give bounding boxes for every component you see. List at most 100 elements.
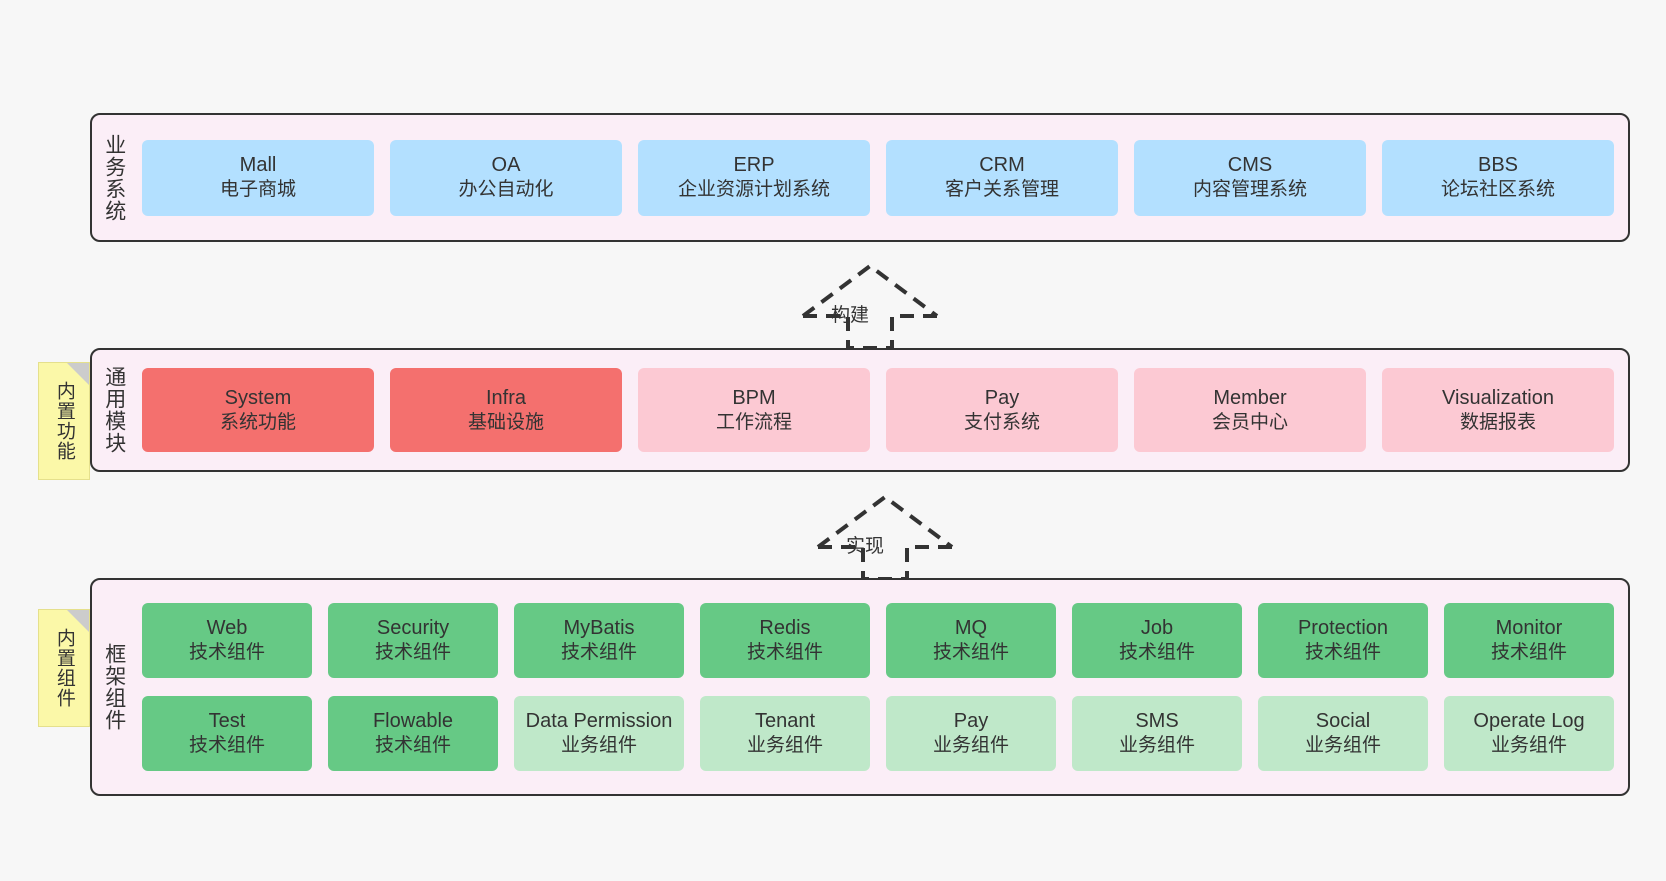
layer-framework-component: 框架组件 Web 技术组件 Security 技术组件 MyBatis 技术组件… (90, 578, 1630, 796)
note-builtin-component: 内置组件 (38, 609, 90, 727)
note-fold-corner-icon (67, 610, 89, 632)
layer-title-business-system: 业务系统 (102, 133, 126, 222)
node-system[interactable]: System 系统功能 (142, 368, 374, 452)
node-crm[interactable]: CRM 客户关系管理 (886, 139, 1118, 216)
node-bpm[interactable]: BPM 工作流程 (638, 368, 870, 452)
node-title: SMS (1135, 710, 1179, 733)
node-subtitle: 技术组件 (560, 642, 637, 664)
node-subtitle: 系统功能 (219, 411, 296, 433)
node-title: Pay (984, 386, 1020, 409)
node-subtitle: 技术组件 (1118, 642, 1195, 664)
node-subtitle: 技术组件 (188, 642, 265, 664)
node-subtitle: 业务组件 (560, 735, 637, 757)
node-mall[interactable]: Mall 电子商城 (142, 139, 374, 216)
node-web[interactable]: Web 技术组件 (142, 603, 312, 678)
connector-build-label: 构建 (831, 305, 870, 326)
node-monitor[interactable]: Monitor 技术组件 (1444, 603, 1614, 678)
note-label: 内置组件 (53, 628, 75, 708)
node-title: Redis (759, 617, 811, 640)
node-row: Mall 电子商城 OA 办公自动化 ERP 企业资源计划系统 CRM 客户关系… (142, 139, 1614, 216)
node-member[interactable]: Member 会员中心 (1134, 368, 1366, 452)
node-title: Visualization (1442, 386, 1554, 409)
node-subtitle: 会员中心 (1211, 411, 1288, 433)
node-title: BBS (1477, 154, 1519, 177)
node-title: Member (1213, 386, 1287, 409)
node-security[interactable]: Security 技术组件 (328, 603, 498, 678)
layer-title-common-module: 通用模块 (102, 366, 126, 454)
node-subtitle: 企业资源计划系统 (677, 179, 830, 201)
node-title: ERP (733, 154, 775, 177)
node-title: Security (376, 617, 450, 640)
layer-title-framework-component: 框架组件 (102, 643, 126, 731)
node-title: Data Permission (525, 710, 673, 733)
node-subtitle: 业务组件 (1304, 735, 1381, 757)
node-job[interactable]: Job 技术组件 (1072, 603, 1242, 678)
node-title: Social (1315, 710, 1371, 733)
layer-body-business-system: Mall 电子商城 OA 办公自动化 ERP 企业资源计划系统 CRM 客户关系… (136, 115, 1628, 240)
node-row: System 系统功能 Infra 基础设施 BPM 工作流程 Pay 支付系统… (142, 368, 1614, 452)
node-pay-module[interactable]: Pay 支付系统 (886, 368, 1118, 452)
node-title: Mall (239, 154, 277, 177)
node-pay-component[interactable]: Pay 业务组件 (886, 696, 1056, 771)
layer-body-framework-component: Web 技术组件 Security 技术组件 MyBatis 技术组件 Redi… (136, 580, 1628, 794)
node-data-permission[interactable]: Data Permission 业务组件 (514, 696, 684, 771)
node-title: CRM (979, 154, 1025, 177)
node-subtitle: 论坛社区系统 (1440, 179, 1555, 201)
node-subtitle: 客户关系管理 (944, 179, 1059, 201)
node-title: Flowable (372, 710, 454, 733)
layer-common-module: 通用模块 System 系统功能 Infra 基础设施 BPM 工作流程 Pay… (90, 348, 1630, 472)
node-subtitle: 技术组件 (374, 735, 451, 757)
node-mq[interactable]: MQ 技术组件 (886, 603, 1056, 678)
node-subtitle: 业务组件 (1118, 735, 1195, 757)
node-sms[interactable]: SMS 业务组件 (1072, 696, 1242, 771)
node-oa[interactable]: OA 办公自动化 (390, 139, 622, 216)
note-fold-corner-icon (67, 363, 89, 385)
node-cms[interactable]: CMS 内容管理系统 (1134, 139, 1366, 216)
node-row: Web 技术组件 Security 技术组件 MyBatis 技术组件 Redi… (142, 603, 1614, 678)
node-title: OA (491, 154, 521, 177)
node-row: Test 技术组件 Flowable 技术组件 Data Permission … (142, 696, 1614, 771)
note-label: 内置功能 (53, 381, 75, 461)
layer-body-common-module: System 系统功能 Infra 基础设施 BPM 工作流程 Pay 支付系统… (136, 350, 1628, 470)
connector-build-arrow: 构建 (795, 258, 945, 350)
node-test[interactable]: Test 技术组件 (142, 696, 312, 771)
node-title: System (224, 386, 292, 409)
note-builtin-feature: 内置功能 (38, 362, 90, 480)
node-tenant[interactable]: Tenant 业务组件 (700, 696, 870, 771)
node-title: Pay (953, 710, 989, 733)
node-title: Protection (1297, 617, 1389, 640)
node-title: BPM (732, 386, 776, 409)
node-operate-log[interactable]: Operate Log 业务组件 (1444, 696, 1614, 771)
node-redis[interactable]: Redis 技术组件 (700, 603, 870, 678)
node-title: Web (206, 617, 248, 640)
node-title: MQ (954, 617, 988, 640)
connector-implement-arrow: 实现 (810, 489, 960, 581)
node-title: Infra (485, 386, 527, 409)
node-flowable[interactable]: Flowable 技术组件 (328, 696, 498, 771)
node-subtitle: 办公自动化 (458, 179, 554, 201)
node-erp[interactable]: ERP 企业资源计划系统 (638, 139, 870, 216)
node-social[interactable]: Social 业务组件 (1258, 696, 1428, 771)
node-title: Monitor (1495, 617, 1563, 640)
node-title: Tenant (754, 710, 816, 733)
node-bbs[interactable]: BBS 论坛社区系统 (1382, 139, 1614, 216)
node-subtitle: 技术组件 (374, 642, 451, 664)
node-subtitle: 业务组件 (1490, 735, 1567, 757)
node-infra[interactable]: Infra 基础设施 (390, 368, 622, 452)
node-protection[interactable]: Protection 技术组件 (1258, 603, 1428, 678)
node-subtitle: 业务组件 (932, 735, 1009, 757)
node-subtitle: 支付系统 (963, 411, 1040, 433)
node-title: Operate Log (1473, 710, 1585, 733)
node-subtitle: 内容管理系统 (1192, 179, 1307, 201)
node-subtitle: 业务组件 (746, 735, 823, 757)
node-subtitle: 技术组件 (746, 642, 823, 664)
node-subtitle: 技术组件 (1490, 642, 1567, 664)
node-visualization[interactable]: Visualization 数据报表 (1382, 368, 1614, 452)
node-title: Test (208, 710, 246, 733)
connector-implement-label: 实现 (846, 536, 885, 557)
node-mybatis[interactable]: MyBatis 技术组件 (514, 603, 684, 678)
node-subtitle: 电子商城 (219, 179, 296, 201)
node-subtitle: 基础设施 (467, 411, 544, 433)
node-subtitle: 工作流程 (715, 411, 792, 433)
